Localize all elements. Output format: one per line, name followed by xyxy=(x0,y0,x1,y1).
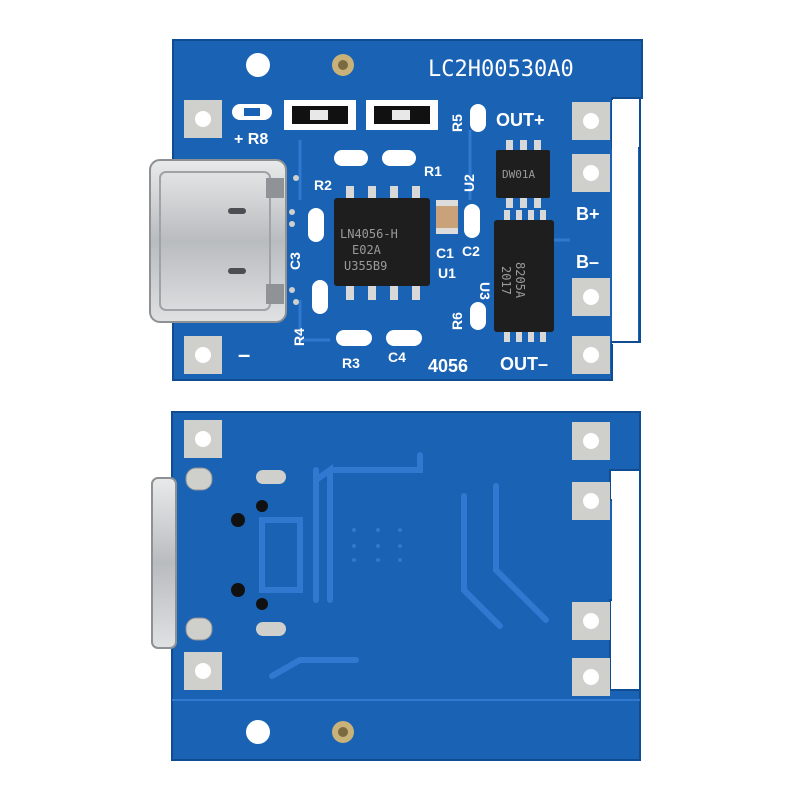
bottom-board xyxy=(151,411,641,761)
label-out-minus: OUT– xyxy=(500,354,548,374)
label-r6: R6 xyxy=(449,312,465,330)
label-r3: R3 xyxy=(342,355,360,371)
label-c2: C2 xyxy=(462,243,480,259)
label-r1: R1 xyxy=(424,163,442,179)
usb-c-connector xyxy=(149,159,287,323)
label-r2: R2 xyxy=(314,177,332,193)
label-plus-r8: + R8 xyxy=(234,131,268,148)
pad-minus xyxy=(184,336,222,374)
label-c4: C4 xyxy=(388,349,406,365)
serial-number: LC2H00530A0 xyxy=(428,57,574,82)
label-u2: U2 xyxy=(461,174,477,192)
mounting-hole xyxy=(246,53,270,77)
chip-u3-line1: 8205A xyxy=(513,262,527,299)
label-u1: U1 xyxy=(438,265,456,281)
top-board: LC2H00530A0 xyxy=(149,39,643,381)
chip-u2: DW01A xyxy=(496,140,550,208)
chip-u1-line1: LN4056-H xyxy=(340,227,398,241)
chip-u1-line2: E02A xyxy=(352,243,382,257)
chip-u1-line3: U355B9 xyxy=(344,259,387,273)
resistor-r4 xyxy=(312,280,328,314)
label-c1: C1 xyxy=(436,245,454,261)
pad-b-plus xyxy=(572,154,610,192)
label-b-plus: B+ xyxy=(576,204,600,224)
label-u3: U3 xyxy=(477,282,493,300)
capacitor-c3 xyxy=(308,208,324,242)
label-4056: 4056 xyxy=(428,356,468,376)
label-r5: R5 xyxy=(449,114,465,132)
usb-c-shell xyxy=(151,477,177,649)
capacitor-c2 xyxy=(464,204,480,238)
resistor-r2 xyxy=(334,150,368,166)
pad-b-minus xyxy=(572,278,610,316)
capacitor-c4 xyxy=(386,330,422,346)
chip-u3: 8205A 2017 xyxy=(494,210,554,342)
resistor-r3 xyxy=(336,330,372,346)
resistor-r1 xyxy=(382,150,416,166)
pad-plus xyxy=(184,100,222,138)
label-r4: R4 xyxy=(291,328,307,346)
pad-out-minus xyxy=(572,336,610,374)
led-row xyxy=(232,100,438,130)
chip-u1: LN4056-H E02A U355B9 xyxy=(334,186,430,300)
mounting-hole-bottom xyxy=(246,720,270,744)
label-b-minus: B– xyxy=(576,252,599,272)
label-c3: C3 xyxy=(287,252,303,270)
bottom-traces xyxy=(259,452,549,679)
capacitor-c1 xyxy=(436,200,458,234)
resistor-r5 xyxy=(470,104,486,132)
label-out-plus: OUT+ xyxy=(496,110,545,130)
resistor-r6 xyxy=(470,302,486,330)
label-minus: – xyxy=(238,342,250,367)
pad-out-plus xyxy=(572,102,610,140)
chip-u3-line2: 2017 xyxy=(499,266,513,295)
traces xyxy=(298,130,570,342)
chip-u2-text: DW01A xyxy=(502,168,535,181)
label-m: M xyxy=(622,103,635,120)
